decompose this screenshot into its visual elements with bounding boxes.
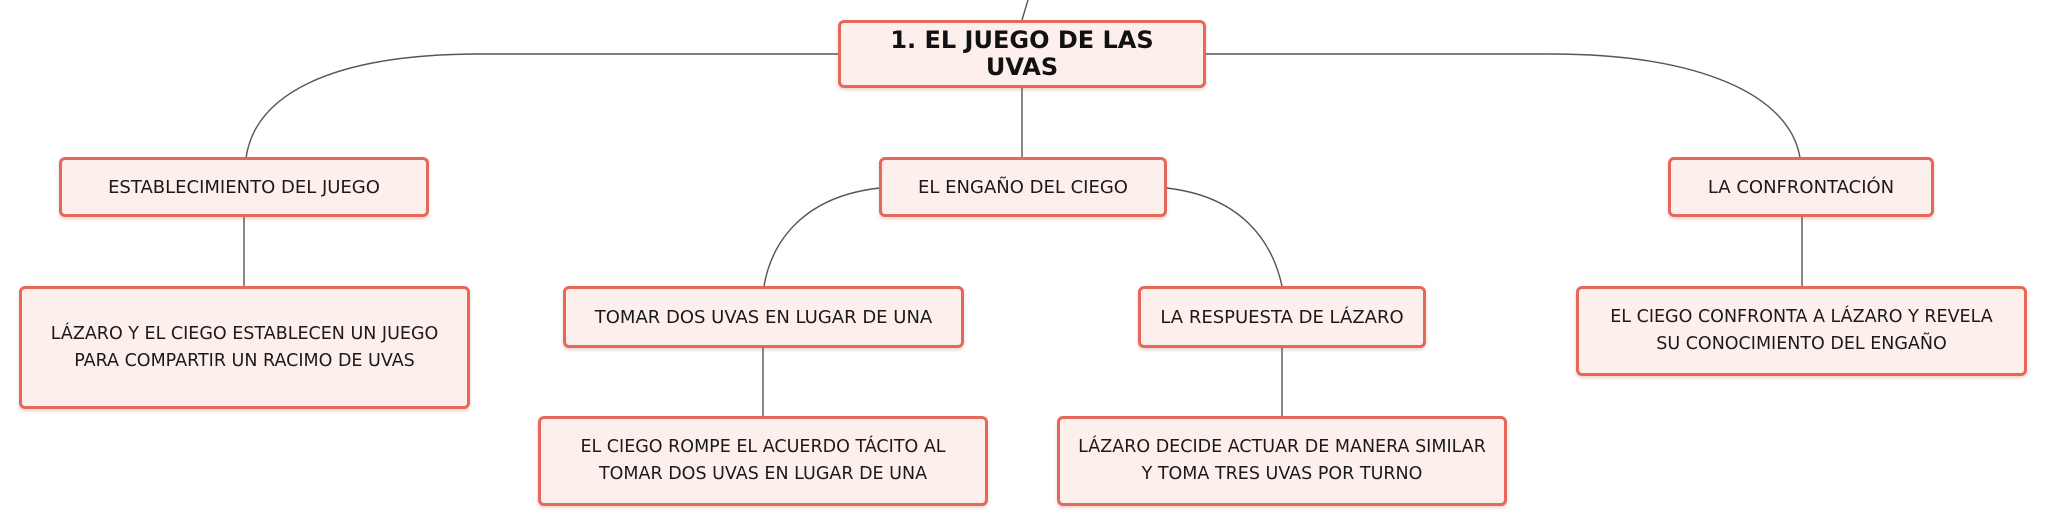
node-respuesta-detalle-label: LÁZARO DECIDE ACTUAR DE MANERA SIMILAR Y… — [1078, 437, 1486, 484]
edge-engano-tomar — [763, 187, 881, 287]
node-confrontacion-detalle-label: EL CIEGO CONFRONTA A LÁZARO Y REVELA SU … — [1610, 307, 1993, 354]
edge-incoming — [1021, 0, 1029, 21]
node-establecimiento-detalle[interactable]: LÁZARO Y EL CIEGO ESTABLECEN UN JUEGO PA… — [19, 286, 470, 409]
edge-engano-respuesta — [1165, 187, 1283, 287]
node-tomar-label: TOMAR DOS UVAS EN LUGAR DE UNA — [594, 306, 933, 328]
node-confrontacion-detalle[interactable]: EL CIEGO CONFRONTA A LÁZARO Y REVELA SU … — [1576, 286, 2027, 376]
node-confrontacion-label: LA CONFRONTACIÓN — [1707, 176, 1895, 198]
node-respuesta-detalle[interactable]: LÁZARO DECIDE ACTUAR DE MANERA SIMILAR Y… — [1057, 416, 1507, 506]
node-respuesta-label: LA RESPUESTA DE LÁZARO — [1160, 306, 1404, 328]
node-tomar-detalle-label: EL CIEGO ROMPE EL ACUERDO TÁCITO AL TOMA… — [580, 437, 946, 484]
node-respuesta[interactable]: LA RESPUESTA DE LÁZARO — [1138, 286, 1426, 348]
edge-root-confrontacion — [1206, 53, 1801, 159]
node-establecimiento[interactable]: ESTABLECIMIENTO DEL JUEGO — [59, 157, 429, 217]
node-tomar-detalle[interactable]: EL CIEGO ROMPE EL ACUERDO TÁCITO AL TOMA… — [538, 416, 988, 506]
node-establecimiento-label: ESTABLECIMIENTO DEL JUEGO — [108, 176, 380, 198]
root-node-label: 1. EL JUEGO DE LAS UVAS — [890, 26, 1154, 81]
node-engano[interactable]: EL ENGAÑO DEL CIEGO — [879, 157, 1167, 217]
root-node[interactable]: 1. EL JUEGO DE LAS UVAS — [838, 20, 1206, 88]
node-tomar[interactable]: TOMAR DOS UVAS EN LUGAR DE UNA — [563, 286, 964, 348]
node-confrontacion[interactable]: LA CONFRONTACIÓN — [1668, 157, 1934, 217]
node-establecimiento-detalle-label: LÁZARO Y EL CIEGO ESTABLECEN UN JUEGO PA… — [50, 323, 439, 371]
node-engano-label: EL ENGAÑO DEL CIEGO — [918, 176, 1128, 198]
edge-root-establecimiento — [245, 53, 838, 159]
